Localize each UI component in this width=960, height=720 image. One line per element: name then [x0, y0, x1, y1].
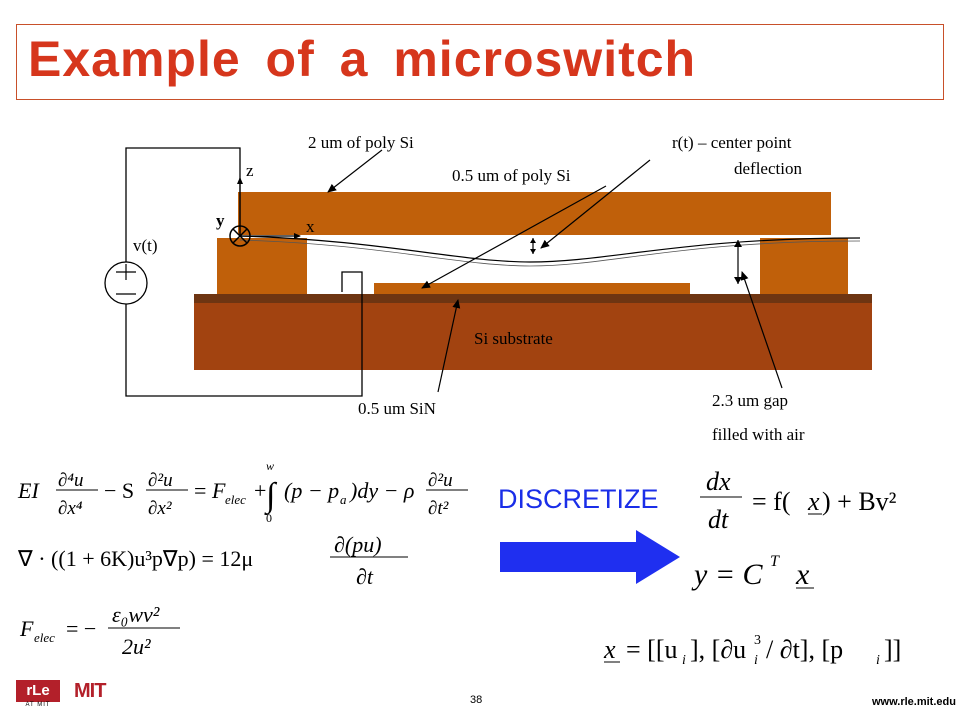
label-substrate: Si substrate: [474, 329, 553, 348]
si-substrate: [194, 302, 872, 370]
left-anchor: [217, 238, 307, 294]
top-poly-beam: [238, 192, 831, 235]
poly-05um-arrow: [421, 185, 607, 289]
label-voltage: v(t): [133, 236, 158, 255]
svg-text:∫: ∫: [264, 477, 278, 516]
svg-text:= f(: = f(: [752, 487, 790, 516]
svg-text:a: a: [340, 492, 347, 507]
svg-text:∂x⁴: ∂x⁴: [58, 498, 83, 519]
svg-text:/ ∂t], [p: / ∂t], [p: [766, 635, 843, 664]
page-number: 38: [470, 694, 483, 706]
label-y: y: [216, 211, 225, 230]
label-gap-1: 2.3 um gap: [712, 391, 788, 410]
slide-title: Example of a microswitch: [28, 31, 697, 87]
svg-text:=: =: [194, 478, 206, 503]
gap-arrow: [740, 271, 783, 389]
sin-arrow: [437, 299, 461, 393]
mit-logo: MIT: [74, 680, 106, 702]
svg-text:∂x²: ∂x²: [148, 498, 172, 519]
label-deflection-2: deflection: [734, 159, 802, 178]
svg-text:∂⁴u: ∂⁴u: [58, 470, 84, 491]
label-poly-05um: 0.5 um of poly Si: [452, 166, 571, 185]
label-x: x: [306, 217, 315, 236]
label-deflection-1: r(t) – center point: [672, 133, 792, 152]
label-poly-2um: 2 um of poly Si: [308, 133, 414, 152]
svg-text:0: 0: [266, 511, 272, 525]
discretize-label: DISCRETIZE: [498, 484, 659, 514]
rle-logo: rLe AT MIT: [16, 680, 60, 710]
svg-text:i: i: [682, 653, 686, 668]
pde-equation-2: ∇ · ((1 + 6K)u³p∇p) = 12μ ∂(pu) ∂t: [17, 532, 408, 589]
discretize-arrow-icon: [500, 530, 680, 584]
svg-text:y = C: y = C: [691, 558, 764, 591]
footer-url: www.rle.mit.edu: [872, 696, 956, 708]
svg-text:∇ · ((1 + 6K)u³p∇p) = 12μ: ∇ · ((1 + 6K)u³p∇p) = 12μ: [17, 546, 253, 571]
output-equation: y = C T x: [691, 553, 814, 591]
rle-logo-box: rLe: [16, 680, 60, 702]
svg-text:F: F: [211, 478, 226, 503]
svg-text:∂(pu): ∂(pu): [334, 532, 382, 557]
svg-text:∂t: ∂t: [356, 564, 374, 589]
svg-text:) + Bv²: ) + Bv²: [822, 487, 897, 516]
svg-text:3: 3: [754, 633, 761, 648]
svg-text:elec: elec: [225, 492, 246, 507]
poly-2um-arrow: [327, 149, 383, 193]
membrane: [239, 235, 861, 263]
rle-logo-sub: AT MIT: [25, 702, 51, 708]
deflection-arrow: [540, 159, 651, 249]
svg-text:]]: ]]: [884, 635, 901, 664]
svg-text:∂t²: ∂t²: [428, 498, 449, 519]
title-frame: [16, 24, 944, 100]
sin-layer: [194, 294, 872, 303]
svg-text:T: T: [770, 553, 780, 570]
svg-text:− S: − S: [104, 478, 134, 503]
label-sin: 0.5 um SiN: [358, 399, 436, 418]
label-gap-2: filled with air: [712, 425, 805, 444]
svg-text:= −: = −: [66, 616, 96, 641]
svg-text:)dy − ρ: )dy − ρ: [348, 478, 415, 503]
label-z: z: [246, 161, 254, 180]
svg-text:dx: dx: [706, 467, 731, 496]
svg-text:(p − p: (p − p: [284, 478, 339, 503]
svg-text:+: +: [254, 478, 266, 503]
svg-text:EI: EI: [17, 478, 40, 503]
axes-icon: [229, 177, 301, 247]
svg-text:elec: elec: [34, 630, 55, 645]
svg-text:dt: dt: [708, 505, 729, 534]
svg-text:w: w: [266, 459, 274, 473]
state-vector-equation: x = [[u i ], [∂u i 3 / ∂t], [p i ]]: [603, 633, 901, 668]
svg-text:], [∂u: ], [∂u: [690, 635, 746, 664]
svg-text:ε₀wv²: ε₀wv²: [112, 602, 160, 627]
svg-text:x: x: [795, 558, 810, 591]
svg-text:i: i: [876, 653, 880, 668]
svg-text:= [[u: = [[u: [626, 635, 677, 664]
voltage-source-icon: [104, 261, 148, 305]
svg-text:x: x: [603, 635, 616, 664]
state-equation: dx dt = f( x ) + Bv²: [700, 467, 897, 534]
bottom-electrode: [374, 283, 690, 294]
right-anchor: [760, 238, 848, 294]
svg-text:2u²: 2u²: [122, 634, 151, 659]
svg-text:i: i: [754, 653, 758, 668]
svg-text:∂²u: ∂²u: [148, 470, 173, 491]
svg-text:∂²u: ∂²u: [428, 470, 453, 491]
pde-equation-1: EI ∂⁴u ∂x⁴ − S ∂²u ∂x² = F elec + ∫ w 0 …: [17, 459, 468, 525]
svg-text:x: x: [807, 487, 820, 516]
pde-equation-3: F elec = − ε₀wv² 2u²: [19, 602, 180, 659]
svg-text:F: F: [19, 616, 34, 641]
